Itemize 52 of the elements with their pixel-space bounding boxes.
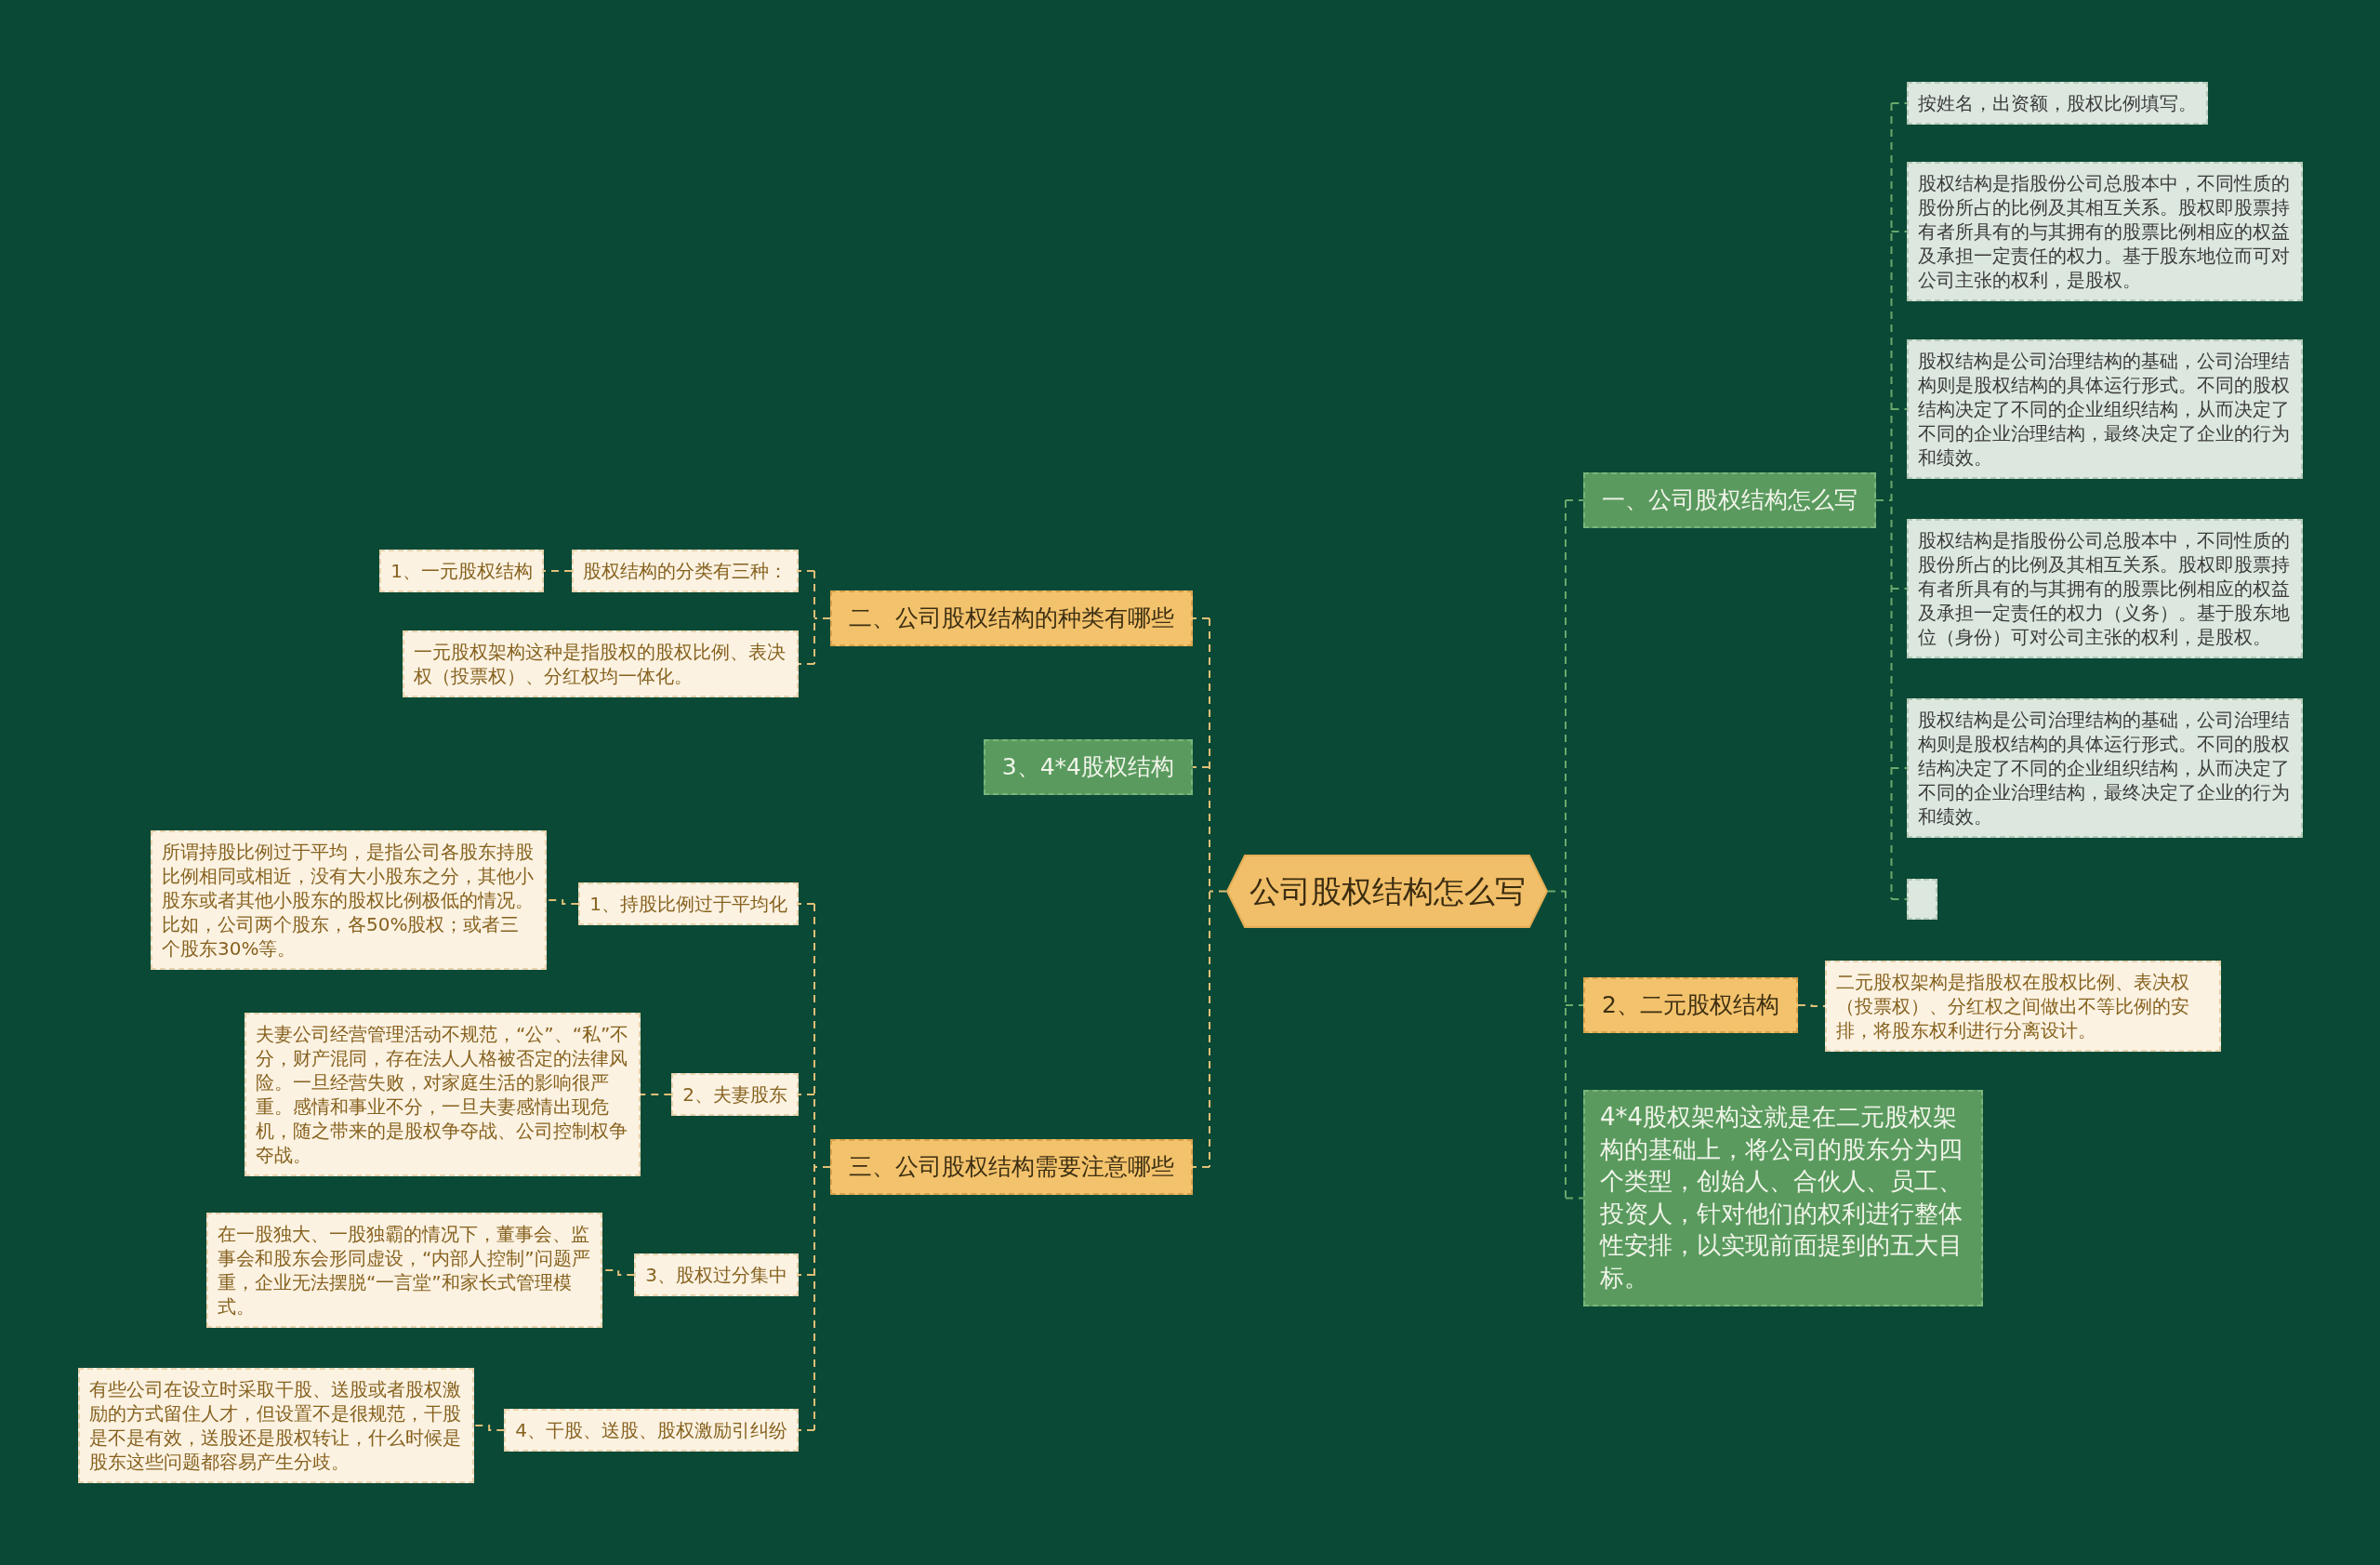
note-box: 夫妻公司经营管理活动不规范，“公”、“私”不分，财产混同，存在法人人格被否定的法律风险。一旦经营失败，对家庭生活的影响很严重。感情和事业不分，一旦夫妻感情出现危机，随之带来的是股权争夺战、公司控制权争夺战。 [245, 1013, 641, 1176]
note-box: 1、持股比例过于平均化 [578, 882, 799, 925]
connector-line [1875, 102, 1893, 900]
note-box: 股权结构的分类有三种： [572, 550, 799, 592]
note-box: 有些公司在设立时采取干股、送股或者股权激励的方式留住人才，但设置不是很规范，干股是不是有效，送股还是股权转让，什么时候是股东这些问题都容易产生分歧。 [78, 1368, 474, 1483]
note-box: 一元股权架构这种是指股权的股权比例、表决权（投票权）、分红权均一体化。 [403, 630, 799, 697]
note-box: 股权结构是指股份公司总股本中，不同性质的股份所占的比例及其相互关系。股权即股票持有者所具有的与其拥有的股票比例相应的权益及承担一定责任的权力（义务）。基于股东地位（身份）可对公司主张的权利，是股权。 [1907, 519, 2303, 658]
note-box: 股权结构是公司治理结构的基础，公司治理结构则是股权结构的具体运行形式。不同的股权结构决定了不同的企业组织结构，从而决定了不同的企业治理结构，最终决定了企业的行为和绩效。 [1907, 339, 2303, 479]
connector-line [798, 1274, 815, 1276]
connector-line [473, 1425, 506, 1431]
topic-box: 3、4*4股权结构 [983, 739, 1193, 795]
note-box: 2、夫妻股东 [671, 1073, 799, 1116]
connector-line [1890, 767, 1908, 769]
note-box: 4*4股权架构这就是在二元股权架构的基础上，将公司的股东分为四个类型，创始人、合伙人、员工、投资人，针对他们的权利进行整体性安排，以实现前面提到的五大目标。 [1583, 1090, 1983, 1306]
connector-line [798, 663, 815, 665]
topic-box: 一、公司股权结构怎么写 [1583, 472, 1876, 528]
connector-line [1890, 408, 1908, 410]
central-topic: 公司股权结构怎么写 [1226, 855, 1548, 928]
connector-line [1192, 617, 1210, 619]
connector-line [813, 570, 831, 665]
note-box: 所谓持股比例过于平均，是指公司各股东持股比例相同或相近，没有大小股东之分，其他小股东或者其他小股东的股权比例极低的情况。比如，公司两个股东，各50%股权；或者三个股东30%等。 [151, 830, 547, 970]
note-box: 3、股权过分集中 [634, 1253, 799, 1296]
topic-box: 三、公司股权结构需要注意哪些 [830, 1139, 1193, 1195]
note-box: 二元股权架构是指股权在股权比例、表决权（投票权）、分红权之间做出不等比例的安排，将股东权利进行分离设计。 [1825, 961, 2221, 1052]
connector-line [1192, 766, 1210, 768]
note-box: 按姓名，出资额，股权比例填写。 [1907, 82, 2208, 125]
connector-line [798, 570, 815, 572]
connector-line [1890, 588, 1908, 590]
note-box: 1、一元股权结构 [379, 550, 544, 592]
connector-line [546, 899, 580, 905]
empty-box [1907, 879, 1937, 920]
connector-line [1890, 898, 1908, 900]
connector-line [798, 903, 815, 905]
connector-line [1890, 102, 1908, 104]
topic-box: 二、公司股权结构的种类有哪些 [830, 590, 1193, 646]
connector-line [640, 1094, 673, 1095]
note-box: 股权结构是公司治理结构的基础，公司治理结构则是股权结构的具体运行形式。不同的股权结构决定了不同的企业组织结构，从而决定了不同的企业治理结构，最终决定了企业的行为和绩效。 [1907, 698, 2303, 838]
connector-line [1565, 1197, 1584, 1200]
connector-line [1890, 231, 1908, 232]
connector-line [798, 1094, 815, 1095]
connector-line [1209, 617, 1227, 1168]
connector-line [1796, 1004, 1826, 1007]
connector-line [1565, 499, 1584, 501]
note-box: 股权结构是指股份公司总股本中，不同性质的股份所占的比例及其相互关系。股权即股票持有者所具有的与其拥有的股票比例相应的权益及承担一定责任的权力。基于股东地位而可对公司主张的权利，是股权。 [1907, 162, 2303, 301]
topic-box: 2、二元股权结构 [1583, 977, 1798, 1033]
connector-line [1565, 1004, 1584, 1006]
connector-line [1547, 499, 1567, 1200]
connector-line [813, 903, 831, 1431]
connector-line [798, 1429, 815, 1431]
connector-line [1192, 1166, 1210, 1168]
note-box: 在一股独大、一股独霸的情况下，董事会、监事会和股东会形同虚设，“内部人控制”问题严重，企业无法摆脱“一言堂”和家长式管理模式。 [206, 1213, 602, 1328]
note-box: 4、干股、送股、股权激励引纠纷 [504, 1409, 799, 1452]
